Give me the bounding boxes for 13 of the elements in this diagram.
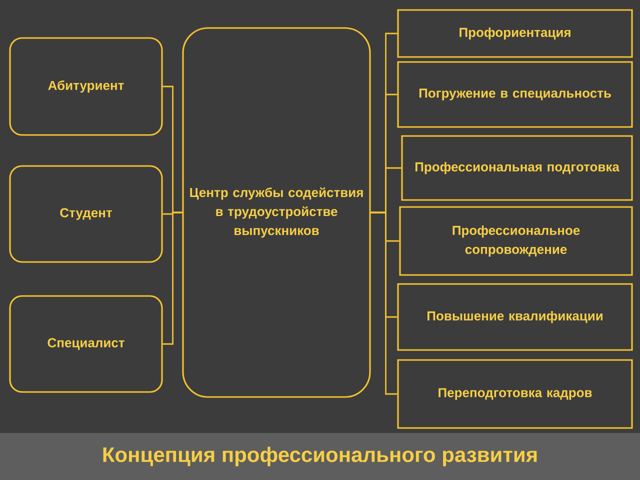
title-band: Концепция профессионального развития <box>0 433 640 480</box>
center-box: Центр службы содействия в трудоустройстве выпускников <box>182 27 371 398</box>
stage-box: Профориентация <box>397 9 633 58</box>
bracket-line <box>370 212 398 395</box>
stage-box: Переподготовка кадров <box>397 359 633 429</box>
person-box: Абитуриент <box>9 37 163 136</box>
bracket-line <box>162 212 182 345</box>
stage-box: Погружение в специальность <box>397 61 633 128</box>
stage-box: Повышение квалификации <box>397 283 633 351</box>
person-box: Студент <box>9 165 163 263</box>
stage-box: Профессиональная подготовка <box>401 135 633 201</box>
stage-box: Профессиональное сопровождение <box>399 206 633 276</box>
person-box: Специалист <box>9 295 163 393</box>
